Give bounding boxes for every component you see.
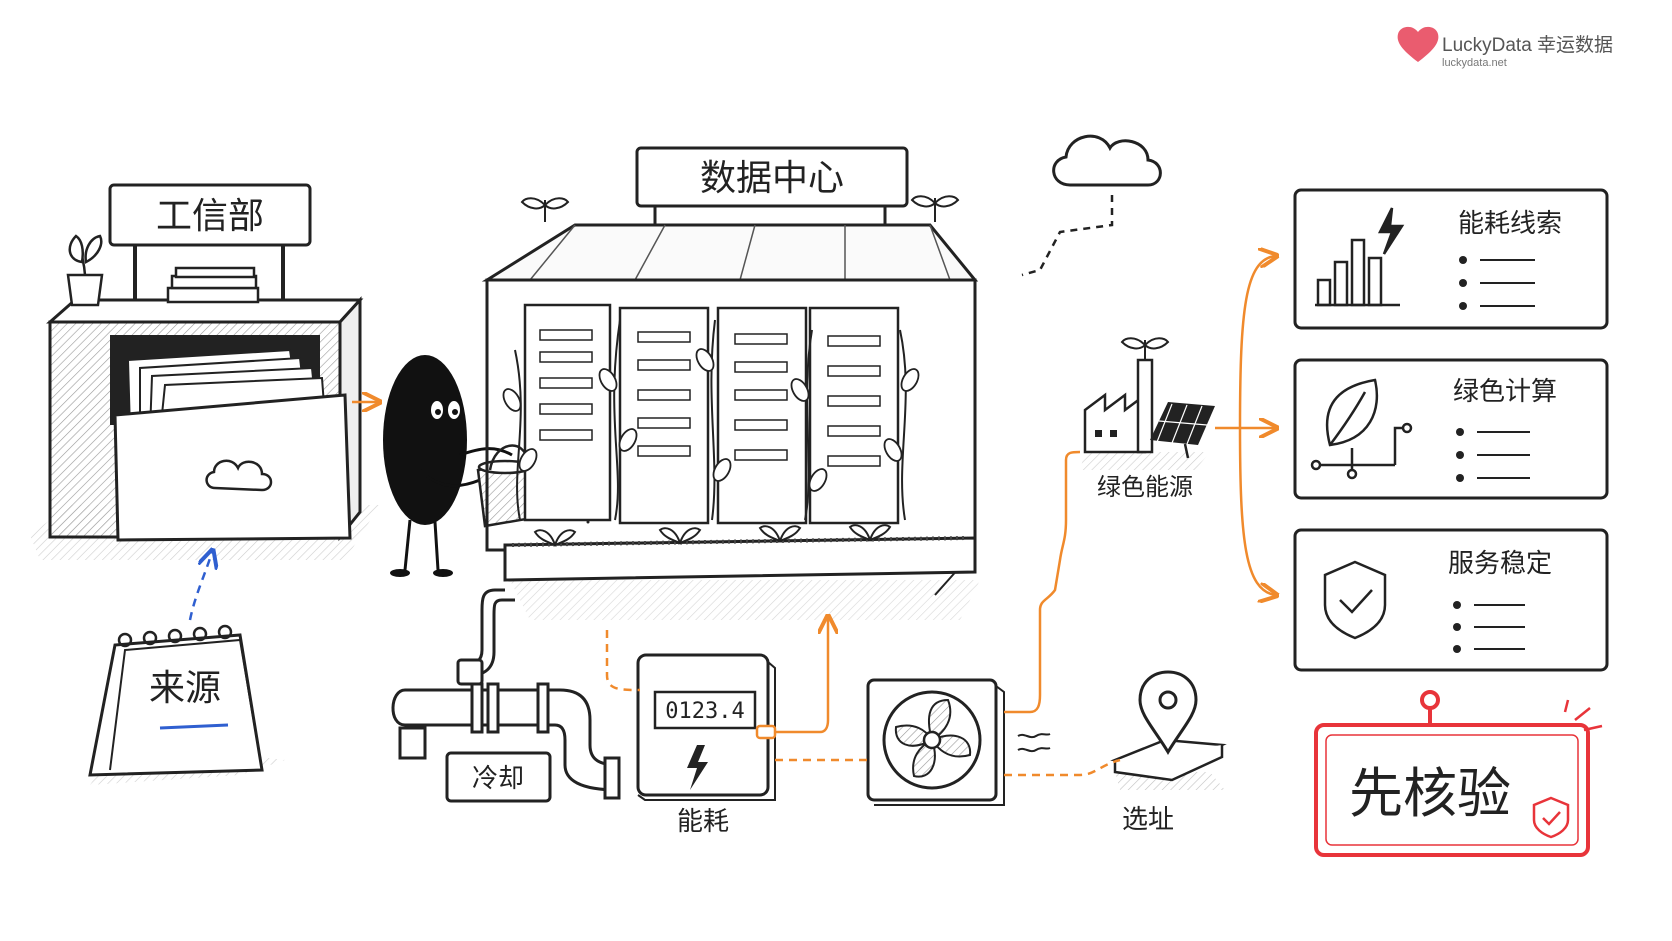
potted-plant-icon [66,234,104,307]
bar-chart-lightning-icon [1315,207,1405,307]
calendar-label: 来源 [149,668,221,709]
energy-label: 能耗 [677,807,729,837]
brand-logo: LuckyData 幸运数据 luckydata.net [1397,26,1613,69]
brand-url: luckydata.net [1442,57,1507,69]
card-stable-service: 服务稳定 [1293,528,1609,672]
source-arrow [188,552,212,621]
cooling-pipes [391,682,621,800]
cloud-icon [205,459,273,492]
shield-check-icon [1532,796,1570,839]
solar-panel-icon [1150,402,1215,459]
leaf-circuit-icon [1310,378,1413,480]
server-racks [523,303,900,525]
shield-check-icon [1323,560,1387,640]
card-title-energy-clues: 能耗线索 [1458,209,1562,239]
lightning-icon [687,745,708,790]
data-center-sign: 数据中心 [700,158,844,199]
cloud-icon [1052,134,1162,187]
card-green-computing: 绿色计算 [1293,358,1609,500]
green-energy-factory: 绿色能源 [1080,337,1215,501]
cooling-label: 冷却 [472,764,524,794]
cooling-fan [866,678,1051,806]
data-center-greenhouse: 数据中心 [481,146,980,620]
flow-arrows-cards [1215,256,1275,595]
heart-icon [1397,26,1439,62]
source-calendar: 来源 [88,624,285,785]
ministry-sign: 工信部 [156,196,264,237]
card-energy-clues: 能耗线索 [1293,188,1609,330]
location-site: 选址 [1110,670,1227,835]
character-watering [383,355,596,577]
meter-reading: 0123.4 [665,699,744,724]
stamp-text: 先核验 [1349,762,1511,825]
flow-arrows-bottom [605,450,1121,777]
energy-meter: 0123.4 能耗 [636,653,777,837]
verify-stamp: 先核验 [1314,690,1603,857]
card-title-green-computing: 绿色计算 [1453,377,1557,407]
location-pin-icon [1138,670,1198,755]
card-title-stable-service: 服务稳定 [1448,549,1552,579]
brand-name: LuckyData 幸运数据 [1442,34,1613,56]
location-label: 选址 [1122,805,1174,835]
green-energy-label: 绿色能源 [1097,473,1193,501]
ministry-cabinet: 工信部 [30,183,380,560]
